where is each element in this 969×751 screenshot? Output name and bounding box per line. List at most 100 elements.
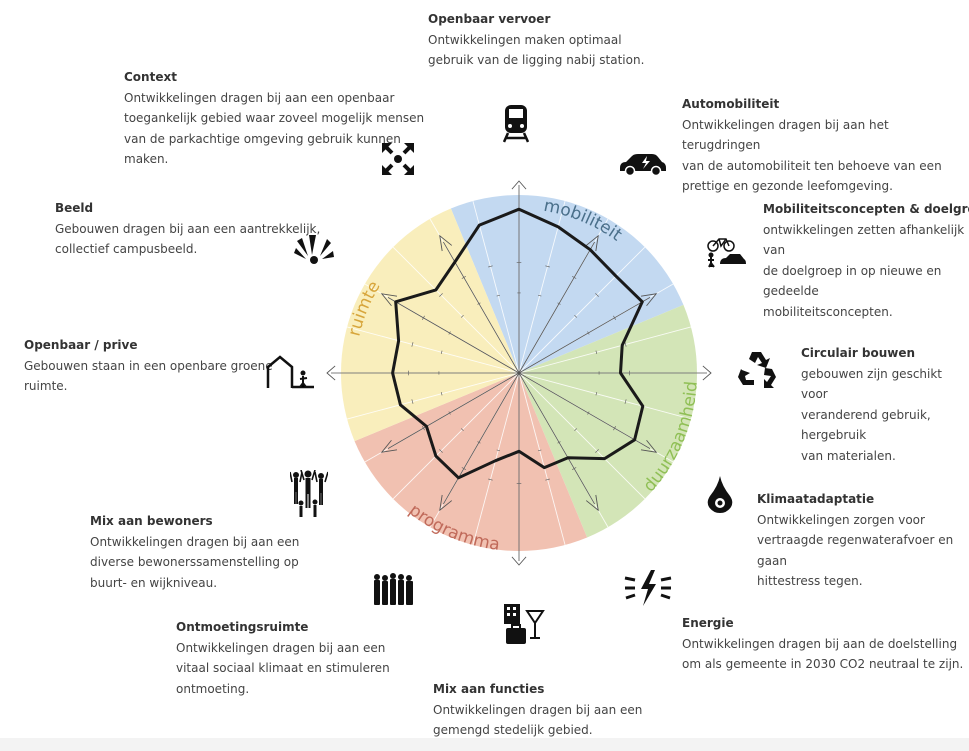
spoke-line — [472, 200, 520, 374]
tick-mark — [613, 315, 617, 321]
tick-mark — [439, 293, 443, 297]
spoke-line — [518, 246, 646, 374]
tick-mark — [538, 294, 542, 297]
block-text: Ontwikkelingen dragen bij aan een gemeng… — [433, 702, 643, 738]
block-text: Ontwikkelingen dragen bij aan een divers… — [90, 534, 300, 590]
people-group-icon — [290, 470, 328, 517]
axis-line — [387, 297, 520, 374]
block-text: Ontwikkelingen dragen bij aan het terugd… — [682, 117, 942, 194]
block-circulair-bouwen: Circulair bouwen gebouwen zijn geschikt … — [801, 343, 969, 466]
axis-line — [518, 297, 651, 374]
tick-mark — [411, 399, 414, 404]
block-text: Ontwikkelingen dragen bij aan een vitaal… — [176, 640, 390, 696]
spoke-line — [518, 326, 692, 374]
tick-mark — [613, 425, 617, 431]
tick-mark — [595, 449, 599, 453]
block-context: Context Ontwikkelingen dragen bij aan ee… — [124, 67, 424, 170]
block-title: Openbaar vervoer — [428, 12, 551, 26]
tick-mark — [587, 411, 590, 415]
tick-mark — [421, 315, 425, 321]
tick-mark — [460, 428, 464, 432]
block-title: Mix aan functies — [433, 682, 545, 696]
block-title: Automobiliteit — [682, 97, 780, 111]
block-title: Context — [124, 70, 177, 84]
block-title: Energie — [682, 616, 734, 630]
burst-icon — [294, 235, 334, 264]
block-title: Circulair bouwen — [801, 346, 916, 360]
tick-mark — [460, 314, 464, 318]
axis-arrowhead — [326, 365, 336, 381]
block-text: Gebouwen dragen bij aan een aantrekkelij… — [55, 221, 321, 257]
block-beeld: Beeld Gebouwen dragen bij aan een aantre… — [55, 198, 320, 260]
spoke-line — [518, 200, 566, 374]
tick-mark — [557, 441, 561, 444]
axis-arrowhead — [511, 180, 527, 190]
block-openbaar-vervoer: Openbaar vervoer Ontwikkelingen maken op… — [428, 9, 644, 71]
block-title: Beeld — [55, 201, 94, 215]
tick-mark — [440, 392, 443, 396]
spoke-line — [346, 326, 520, 374]
axis-line — [518, 372, 651, 449]
tick-mark — [496, 294, 500, 297]
category-wedges — [341, 195, 697, 551]
tick-mark — [595, 350, 598, 354]
tick-mark — [488, 265, 493, 268]
tick-mark — [439, 449, 443, 453]
block-text: Ontwikkelingen maken optimaal gebruik va… — [428, 32, 645, 68]
block-automobiliteit: Automobiliteit Ontwikkelingen dragen bij… — [682, 94, 969, 197]
bottom-strip — [0, 738, 969, 751]
tick-mark — [574, 428, 578, 432]
electric-car-icon — [620, 154, 666, 176]
block-mobiliteitsconcepten: Mobiliteitsconcepten & doelgroepen ontwi… — [763, 199, 969, 322]
block-title: Mix aan bewoners — [90, 514, 213, 528]
tick-mark — [411, 342, 414, 347]
axis-arrowhead — [640, 439, 658, 453]
tick-mark — [461, 467, 467, 471]
wedge-ruimte — [341, 208, 519, 442]
axis-arrowhead — [380, 293, 398, 307]
axis-line — [518, 372, 595, 505]
tick-marks — [408, 262, 630, 484]
tick-mark — [496, 449, 500, 452]
axis-line — [443, 241, 520, 374]
tick-mark — [545, 265, 550, 268]
axis-arrowhead — [585, 494, 599, 512]
wedge-programma — [354, 373, 588, 551]
block-title: Ontmoetingsruimte — [176, 620, 309, 634]
tick-mark — [545, 478, 550, 481]
house-and-person-icon — [266, 355, 314, 389]
recycle-icon — [738, 352, 776, 388]
block-mix-aan-bewoners: Mix aan bewoners Ontwikkelingen dragen b… — [90, 511, 299, 593]
tick-mark — [571, 275, 577, 279]
block-text: Ontwikkelingen dragen bij aan een openba… — [124, 90, 425, 167]
lightning-icon — [624, 570, 672, 606]
spoke-line — [346, 372, 520, 420]
tick-mark — [595, 392, 598, 396]
bike-and-car-icon — [707, 238, 746, 268]
tick-mark — [587, 331, 590, 335]
spoke-line — [518, 372, 692, 420]
block-text: gebouwen zijn geschikt voor veranderend … — [801, 366, 943, 463]
block-openbaar-prive: Openbaar / prive Gebouwen staan in een o… — [24, 335, 273, 397]
tick-mark — [571, 467, 577, 471]
axis-line — [443, 372, 520, 505]
tick-mark — [557, 302, 561, 305]
tick-mark — [440, 350, 443, 354]
block-text: Ontwikkelingen zorgen voor vertraagde re… — [757, 512, 954, 589]
spoke-line — [518, 372, 646, 500]
water-drop-icon — [707, 476, 733, 513]
tick-mark — [477, 302, 481, 305]
spoke-line — [392, 246, 520, 374]
arrows-outward-icon — [382, 143, 414, 175]
tick-mark — [488, 478, 493, 481]
block-title: Mobiliteitsconcepten & doelgroepen — [763, 202, 969, 216]
crowd-icon — [374, 573, 413, 605]
axis-arrowhead — [585, 234, 599, 252]
spoke-line — [392, 372, 520, 500]
axis-arrowhead — [511, 556, 527, 566]
axis-arrowhead — [702, 365, 712, 381]
tick-mark — [624, 342, 627, 347]
axis-line — [518, 241, 595, 374]
tick-mark — [595, 293, 599, 297]
